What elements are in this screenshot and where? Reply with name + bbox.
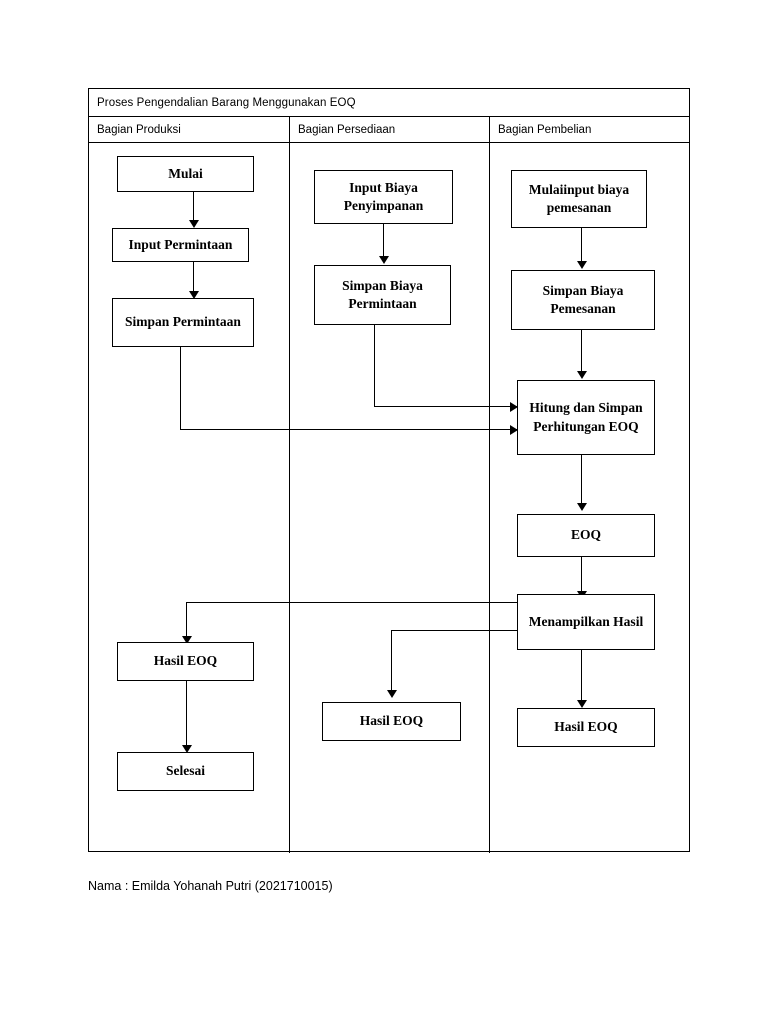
node-input-biaya-penyimpanan[interactable]: Input Biaya Penyimpanan — [314, 170, 453, 224]
lane-header-produksi-label: Bagian Produksi — [97, 123, 181, 136]
lane-header-pembelian-label: Bagian Pembelian — [498, 123, 592, 136]
node-hasil-eoq-pembelian[interactable]: Hasil EOQ — [517, 708, 655, 747]
edge-n1-n2 — [193, 192, 195, 224]
lane-divider-1 — [289, 143, 290, 853]
node-mulai-label: Mulai — [168, 165, 203, 181]
edge-n10-n11-arrowhead — [577, 371, 587, 379]
edge-n3-n11-arrowhead — [510, 425, 518, 435]
edge-n13-n8-h — [391, 630, 519, 632]
node-hasil-eoq-produksi-label: Hasil EOQ — [153, 653, 218, 669]
node-hitung-simpan-perhitungan-eoq[interactable]: Hitung dan Simpan Perhitungan EOQ — [517, 380, 655, 455]
node-simpan-permintaan[interactable]: Simpan Permintaan — [112, 298, 254, 347]
edge-n1-n2-arrowhead — [189, 220, 199, 228]
edge-n6-n7-line — [383, 224, 385, 260]
node-eoq-label: EOQ — [570, 527, 601, 543]
edge-n13-n8-v — [391, 630, 393, 694]
page-title: Proses Pengendalian Barang Menggunakan E… — [97, 96, 356, 109]
node-input-permintaan-label: Input Permintaan — [128, 236, 233, 252]
node-hitung-simpan-perhitungan-eoq-label: Hitung dan Simpan Perhitungan EOQ — [529, 400, 643, 434]
edge-n2-n3-line — [193, 262, 195, 295]
lane-header-persediaan-label: Bagian Persediaan — [298, 123, 396, 136]
node-simpan-biaya-pemesanan[interactable]: Simpan Biaya Pemesanan — [511, 270, 655, 330]
lane-divider-2 — [489, 143, 490, 853]
node-selesai-label: Selesai — [166, 763, 205, 779]
node-mulai-input-biaya-pemesanan[interactable]: Mulaiinput biaya pemesanan — [511, 170, 647, 228]
edge-n12-n13-line — [581, 557, 583, 595]
lane-header-produksi: Bagian Produksi — [89, 117, 289, 142]
node-mulai[interactable]: Mulai — [117, 156, 254, 192]
node-hasil-eoq-persediaan[interactable]: Hasil EOQ — [322, 702, 461, 741]
edge-n2-n3-arrowhead — [189, 291, 199, 299]
node-mulai-input-biaya-pemesanan-label: Mulaiinput biaya pemesanan — [528, 181, 630, 215]
node-input-permintaan[interactable]: Input Permintaan — [112, 228, 249, 262]
lane-header-pembelian: Bagian Pembelian — [489, 117, 689, 142]
edge-n7-n11-h — [374, 406, 518, 408]
edge-n9-n10-line — [581, 228, 583, 265]
node-menampilkan-hasil[interactable]: Menampilkan Hasil — [517, 594, 655, 650]
edge-n10-n11-line — [581, 330, 583, 375]
edge-n9-n10-arrowhead — [577, 261, 587, 269]
edge-n11-n12-arrowhead — [577, 503, 587, 511]
node-input-biaya-penyimpanan-label: Input Biaya Penyimpanan — [343, 179, 424, 213]
lane-header-row: Bagian Produksi Bagian Persediaan Bagian… — [89, 117, 689, 143]
edge-n3-n11-h — [180, 429, 518, 431]
edge-n6-n7-arrowhead — [379, 256, 389, 264]
diagram-title-row: Proses Pengendalian Barang Menggunakan E… — [89, 89, 689, 117]
edge-n13-n8-arrowhead — [387, 690, 397, 698]
edge-n7-n11-arrowhead — [510, 402, 518, 412]
lane-header-persediaan: Bagian Persediaan — [289, 117, 489, 142]
node-menampilkan-hasil-label: Menampilkan Hasil — [528, 613, 644, 629]
node-simpan-permintaan-label: Simpan Permintaan — [125, 314, 241, 330]
node-hasil-eoq-persediaan-label: Hasil EOQ — [359, 713, 424, 729]
edge-n4-n5-line — [186, 681, 188, 749]
node-hasil-eoq-pembelian-label: Hasil EOQ — [554, 719, 618, 735]
edge-n13-n14-line — [581, 650, 583, 704]
edge-n13-n4-v — [186, 602, 188, 640]
edge-n7-n11-v — [374, 325, 376, 407]
edge-n4-n5-arrowhead — [182, 745, 192, 753]
node-hasil-eoq-produksi[interactable]: Hasil EOQ — [117, 642, 254, 681]
node-selesai[interactable]: Selesai — [117, 752, 254, 791]
edge-n3-n11-v — [180, 347, 182, 430]
author-footer: Nama : Emilda Yohanah Putri (2021710015) — [88, 879, 333, 893]
edge-n13-n4-h — [186, 602, 520, 604]
node-eoq[interactable]: EOQ — [517, 514, 655, 557]
edge-n11-n12-line — [581, 455, 583, 507]
swimlane-frame: Proses Pengendalian Barang Menggunakan E… — [88, 88, 690, 853]
edge-n13-n4-arrowhead — [182, 636, 192, 644]
node-simpan-biaya-permintaan-label: Simpan Biaya Permintaan — [342, 277, 423, 311]
edge-n13-n14-arrowhead — [577, 700, 587, 708]
node-simpan-biaya-permintaan[interactable]: Simpan Biaya Permintaan — [314, 265, 451, 325]
node-simpan-biaya-pemesanan-label: Simpan Biaya Pemesanan — [542, 282, 624, 316]
